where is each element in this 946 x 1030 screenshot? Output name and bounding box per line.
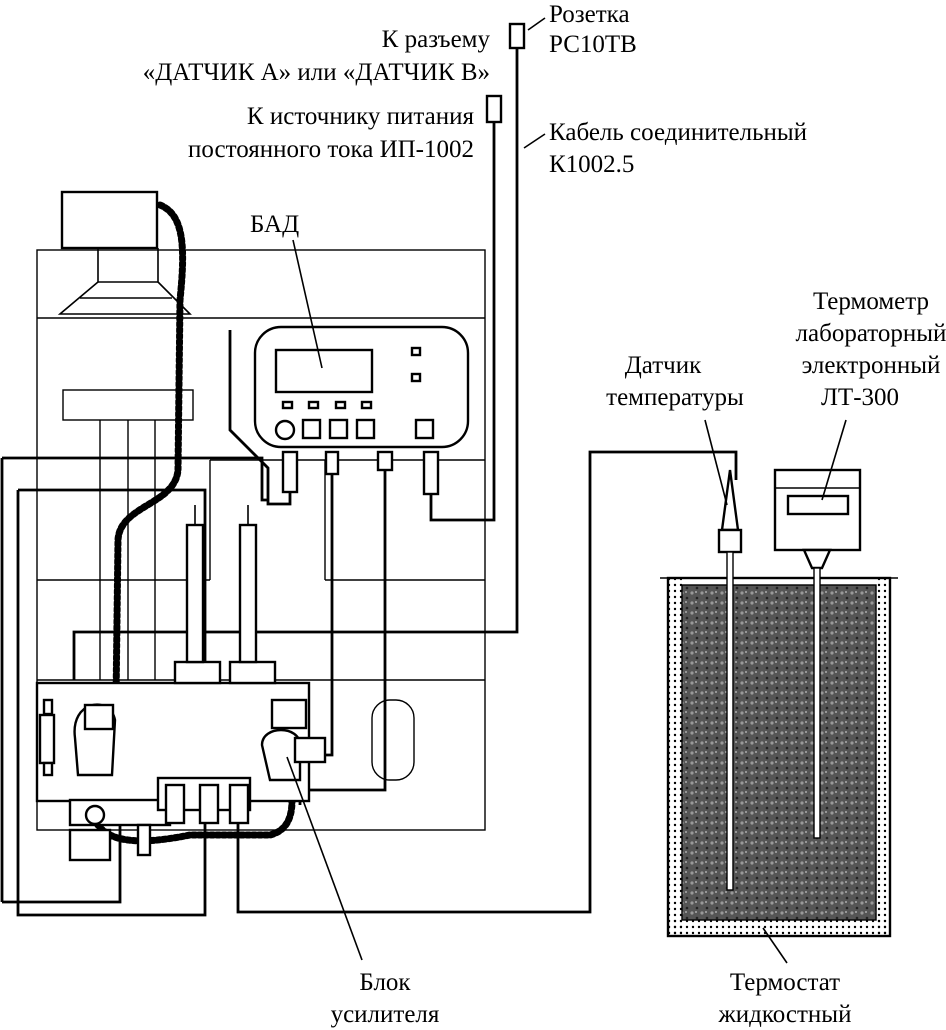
- cable-label-line2: К1002.5: [549, 151, 634, 178]
- sensor-label-line2: температуры: [606, 384, 744, 411]
- bad-label: БАД: [250, 211, 299, 238]
- thermostat: [660, 576, 898, 938]
- power-label-line1: К источнику питания: [247, 103, 475, 130]
- power-label-line2: постоянного тока ИП-1002: [188, 136, 474, 163]
- temperature-sensor: [704, 419, 743, 891]
- amplifier-label-line1: Блок: [359, 969, 411, 996]
- bad-leader: [292, 239, 323, 369]
- bad-device: [253, 325, 470, 496]
- connector-label-line1: К разъему: [382, 26, 491, 53]
- socket-model-label: РС10ТВ: [549, 31, 637, 58]
- thermostat-label-line2: жидкостный: [718, 1001, 852, 1028]
- funnel-unit: [57, 190, 192, 315]
- socket-title-label: Розетка: [549, 1, 630, 28]
- socket-and-cables: [72, 17, 546, 680]
- thermometer-label-line2: лабораторный: [796, 320, 946, 347]
- lt300-thermometer: [773, 419, 862, 839]
- chain-cable: [112, 201, 187, 746]
- cable-label-line1: Кабель соединительный: [549, 119, 807, 146]
- thermometer-label-line3: электронный: [802, 352, 941, 379]
- connector-label-line2: «ДАТЧИК А» или «ДАТЧИК В»: [143, 59, 490, 86]
- apparatus-frame: [36, 249, 486, 831]
- thermostat-leader: [762, 927, 788, 964]
- thermometer-label-line4: ЛТ-300: [821, 384, 899, 411]
- amplifier-block: [35, 505, 327, 862]
- amplifier-label-line2: усилителя: [331, 1001, 440, 1028]
- amplifier-leader: [286, 756, 363, 961]
- thermostat-label-line1: Термостат: [730, 969, 840, 996]
- thermometer-label-line1: Термометр: [813, 288, 929, 315]
- sensor-label-line1: Датчик: [625, 352, 702, 379]
